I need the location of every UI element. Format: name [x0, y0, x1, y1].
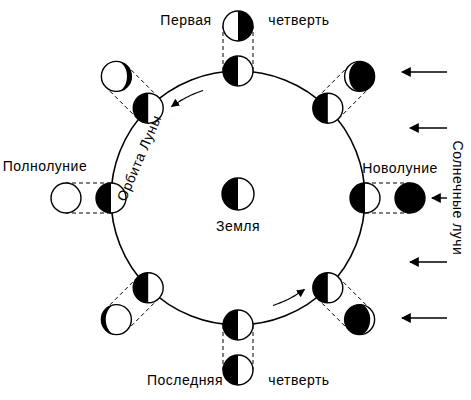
sight-line [253, 325, 254, 370]
earth: Земля [216, 176, 260, 234]
phase-label: Новолуние [362, 160, 438, 176]
visible-phase [223, 11, 253, 41]
visible-phase [101, 61, 131, 91]
sun-ray-arrow [432, 197, 447, 198]
sight-line [223, 26, 224, 71]
phase-label: Последняя [147, 372, 223, 388]
sight-line [127, 66, 159, 98]
orbit-moon [223, 56, 253, 86]
orbit-moon [133, 273, 163, 303]
visible-phase [51, 183, 81, 213]
sight-line [365, 183, 410, 184]
sight-line [66, 213, 111, 214]
sun-ray-arrow [402, 71, 447, 72]
phase-label: четверть [268, 372, 329, 388]
orbit-moon [313, 273, 343, 303]
orbit-moon [350, 183, 380, 213]
sight-lines [66, 26, 410, 370]
sun-rays-label: Солнечные лучи [450, 141, 466, 256]
visible-phase [345, 305, 375, 335]
sight-line [317, 298, 349, 330]
orbit-moon [223, 310, 253, 340]
sight-line [338, 277, 370, 309]
sight-line [106, 277, 138, 309]
sun-ray-arrow [410, 127, 447, 128]
sun-ray-arrow [402, 317, 447, 318]
visible-phase [223, 355, 253, 385]
visible-phase [395, 183, 425, 213]
earth-label: Земля [216, 218, 260, 234]
sun-ray-arrow [410, 261, 447, 262]
sight-line [127, 298, 159, 330]
sight-line [317, 66, 349, 98]
sight-line [365, 213, 410, 214]
orbit-label: Орбита Луны [114, 112, 165, 203]
sight-line [106, 87, 138, 119]
orbit-moon [313, 93, 343, 123]
orbit-direction-arrow [172, 91, 204, 107]
phase-label: Первая [160, 12, 211, 28]
visible-phase [345, 61, 375, 91]
orbit-direction-arrow [273, 289, 305, 305]
sight-line [253, 26, 254, 71]
sight-line [223, 325, 224, 370]
phase-label: четверть [268, 12, 329, 28]
moon-orbit [111, 71, 365, 325]
visible-phase [101, 305, 131, 335]
sight-line [338, 87, 370, 119]
earth-symbol [220, 176, 256, 212]
phase-label: Полнолуние [3, 158, 87, 174]
sight-line [66, 183, 111, 184]
